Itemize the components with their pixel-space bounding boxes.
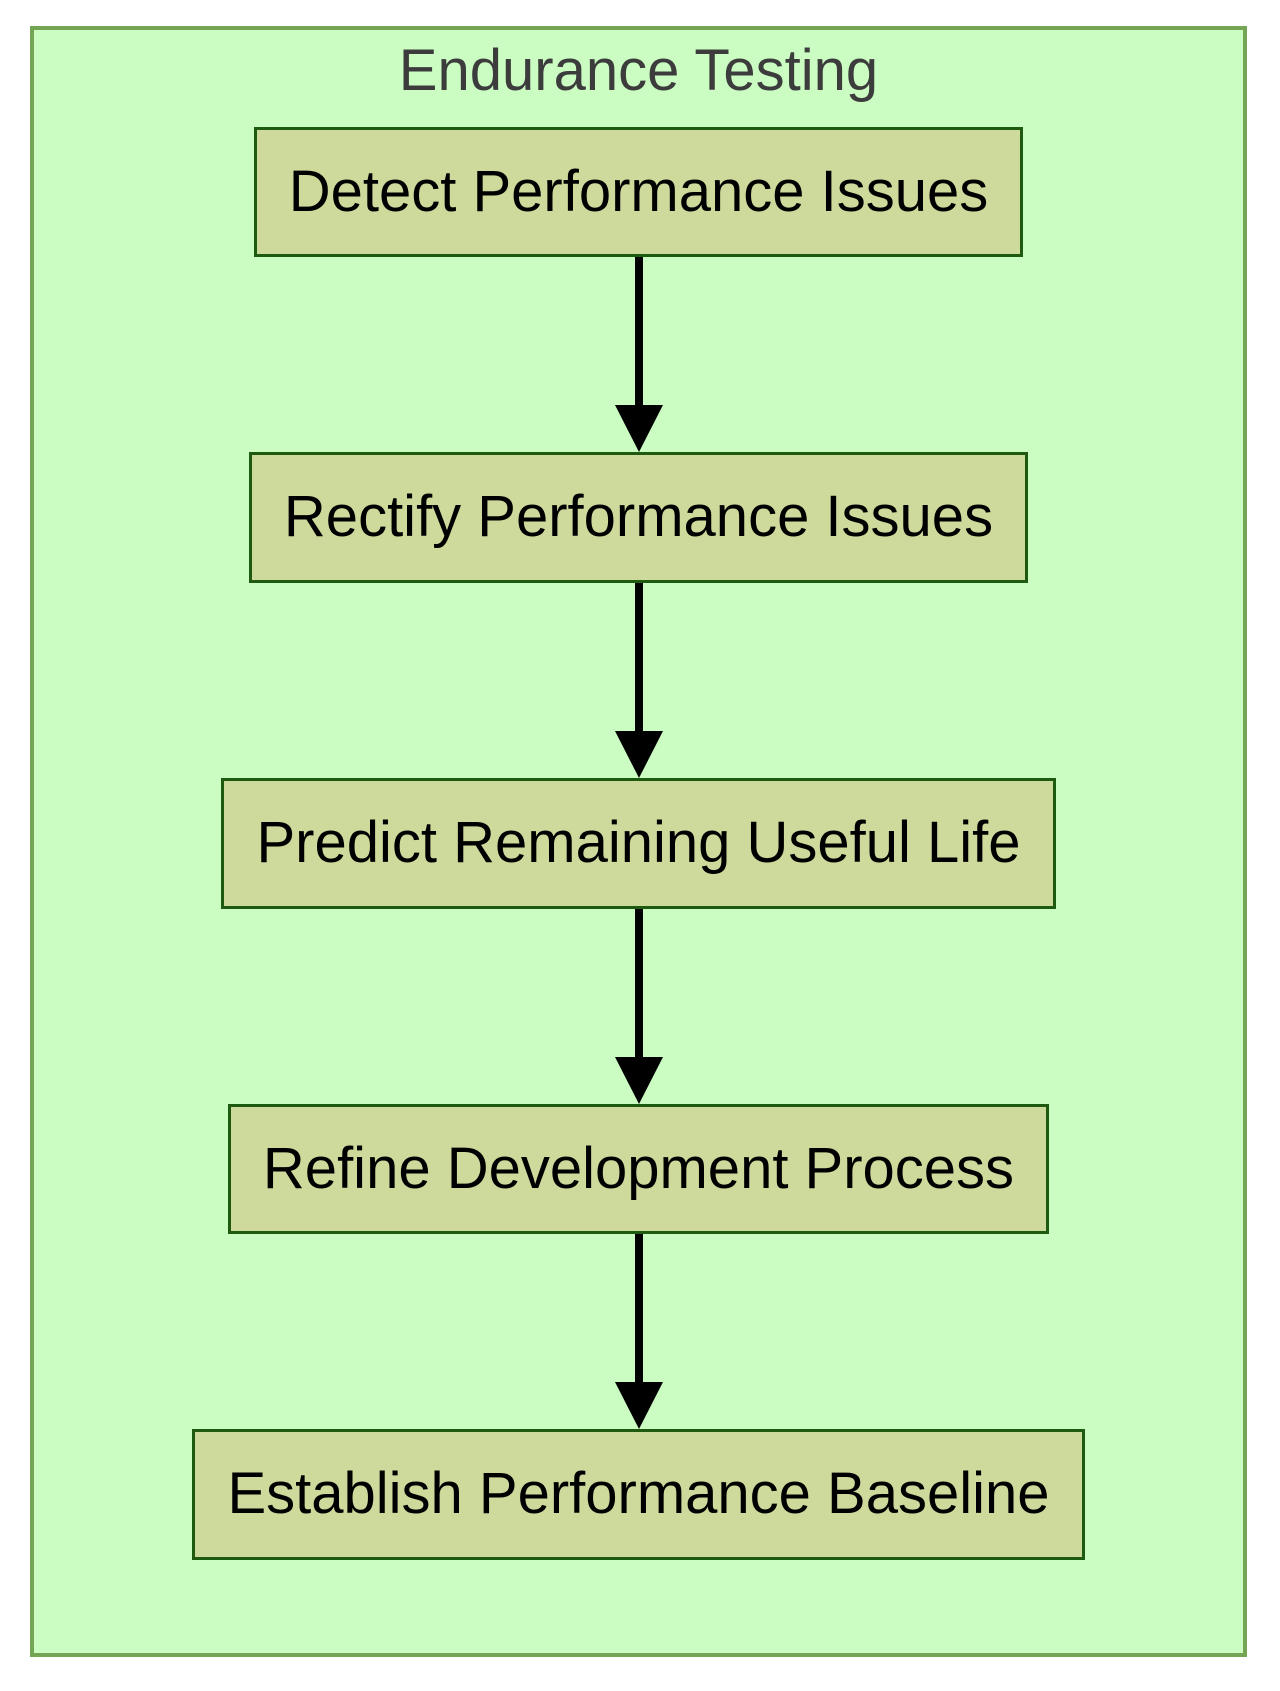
diagram-title: Endurance Testing [398, 38, 879, 103]
arrow-connector [614, 257, 663, 453]
node-establish-performance-baseline: Establish Performance Baseline [192, 1429, 1085, 1561]
arrow-connector [614, 908, 663, 1104]
node-detect-performance-issues: Detect Performance Issues [253, 126, 1024, 258]
arrow-shaft [634, 1234, 643, 1383]
node-refine-development-process: Refine Development Process [227, 1103, 1050, 1235]
arrowhead-down-icon [614, 731, 663, 779]
arrow-connector [614, 1234, 663, 1430]
arrow-shaft [634, 583, 643, 732]
arrowhead-down-icon [614, 1056, 663, 1104]
arrowhead-down-icon [614, 1382, 663, 1430]
arrow-shaft [634, 257, 643, 406]
arrow-shaft [634, 908, 643, 1057]
node-predict-remaining-useful-life: Predict Remaining Useful Life [221, 778, 1056, 909]
node-rectify-performance-issues: Rectify Performance Issues [248, 452, 1029, 584]
endurance-testing-cluster: Endurance Testing Detect Performance Iss… [30, 26, 1247, 1657]
arrow-connector [614, 583, 663, 779]
arrowhead-down-icon [614, 405, 663, 453]
